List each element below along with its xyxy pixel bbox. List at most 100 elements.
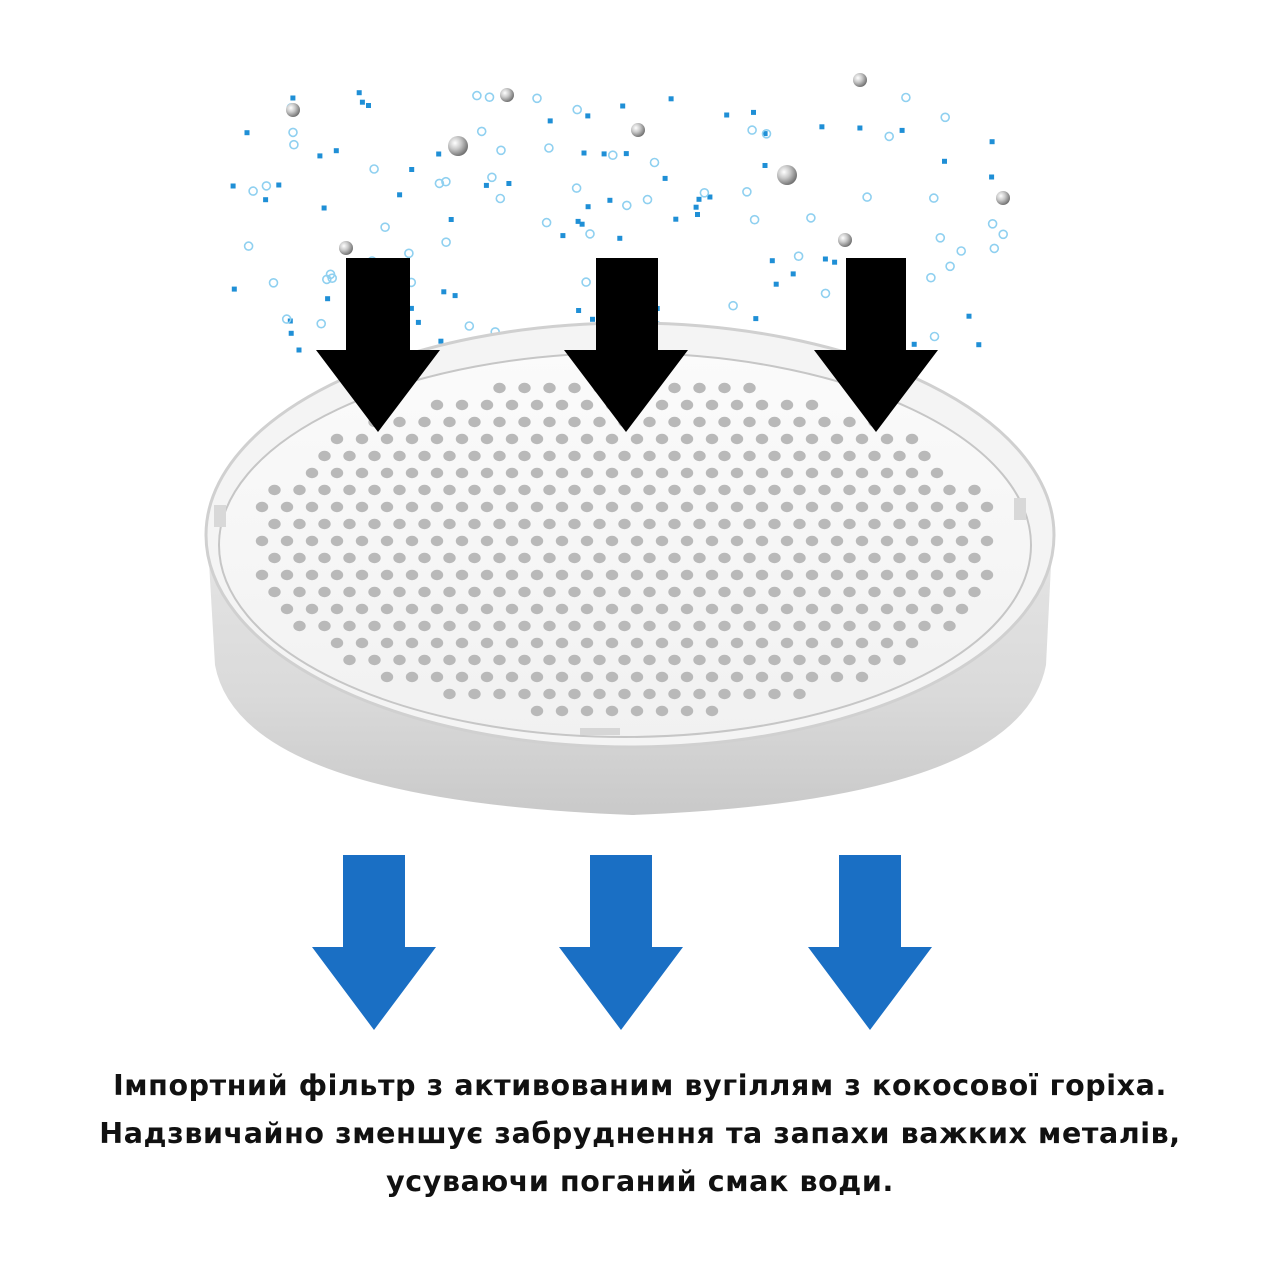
filter-hole	[905, 569, 919, 581]
filter-hole	[455, 603, 469, 615]
filter-hole	[793, 416, 806, 428]
contaminant-particle-icon	[276, 182, 282, 188]
contaminant-particle-icon	[607, 150, 618, 160]
filter-hole	[305, 603, 319, 615]
contaminant-particle-icon	[404, 248, 414, 259]
filter-hole	[293, 620, 306, 632]
filter-hole	[755, 433, 769, 445]
filter-hole	[555, 603, 569, 615]
contaminant-particle-icon	[928, 193, 939, 203]
filter-hole	[880, 467, 894, 479]
filter-hole	[480, 535, 494, 547]
filter-hole	[493, 484, 506, 496]
filter-hole	[830, 671, 844, 683]
filter-hole	[818, 416, 831, 428]
filter-hole	[980, 569, 994, 581]
filter-hole	[718, 518, 731, 530]
filter-hole	[318, 620, 331, 632]
contaminant-particle-icon	[929, 331, 940, 342]
filter-hole	[555, 637, 569, 649]
filter-hole	[430, 637, 444, 649]
filter-hole	[680, 705, 694, 717]
filter-hole	[793, 586, 806, 598]
filter-hole	[543, 654, 556, 666]
filter-hole	[568, 620, 581, 632]
filter-hole	[818, 484, 831, 496]
contaminant-particle-icon	[296, 347, 302, 353]
filter-hole	[693, 552, 706, 564]
contaminant-particle-icon	[696, 196, 702, 202]
filter-hole	[455, 569, 469, 581]
contaminant-particle-icon	[884, 131, 895, 142]
filter-hole	[493, 688, 506, 700]
filter-hole	[430, 671, 444, 683]
filter-hole	[655, 535, 669, 547]
filter-hole	[418, 586, 431, 598]
filter-hole	[830, 467, 844, 479]
filter-hole	[768, 586, 781, 598]
filter-hole	[680, 671, 694, 683]
caption-line-1: Імпортний фільтр з активованим вугіллям …	[113, 1069, 1167, 1102]
contaminant-particle-icon	[289, 139, 299, 150]
filter-hole	[380, 603, 394, 615]
filter-hole	[518, 450, 531, 462]
filter-hole	[693, 586, 706, 598]
filter-hole	[593, 654, 606, 666]
filter-hole	[618, 654, 631, 666]
filter-hole	[393, 586, 406, 598]
filter-hole	[918, 484, 931, 496]
filter-hole	[380, 671, 394, 683]
contaminant-particle-icon	[506, 181, 512, 186]
filter-hole	[768, 620, 781, 632]
filter-hole	[880, 603, 894, 615]
filter-hole	[843, 586, 856, 598]
contaminant-particle-icon	[621, 200, 632, 211]
filter-hole	[330, 569, 344, 581]
filter-hole	[305, 569, 319, 581]
filter-hole	[568, 518, 581, 530]
filter-hole	[655, 637, 669, 649]
filter-hole	[418, 450, 431, 462]
filter-hole	[443, 654, 456, 666]
contaminant-particle-icon	[911, 341, 917, 347]
filter-hole	[418, 552, 431, 564]
filter-hole	[355, 603, 369, 615]
filter-hole	[380, 535, 394, 547]
filter-hole	[305, 501, 319, 513]
filter-hole	[405, 637, 419, 649]
filter-hole	[393, 416, 406, 428]
filter-hole	[518, 484, 531, 496]
contaminant-particle-icon	[620, 103, 626, 109]
filter-hole	[455, 501, 469, 513]
filter-hole	[605, 705, 619, 717]
filter-hole	[318, 450, 331, 462]
filter-hole	[355, 501, 369, 513]
contaminant-particle-icon	[926, 272, 936, 283]
filter-hole	[830, 603, 844, 615]
contaminant-particle-icon	[642, 194, 653, 205]
filter-hole	[605, 569, 619, 581]
filter-hole	[780, 603, 794, 615]
filter-hole	[718, 450, 731, 462]
filter-hole	[480, 569, 494, 581]
filter-hole	[293, 586, 306, 598]
filter-hole	[468, 586, 481, 598]
filter-hole	[768, 416, 781, 428]
filter-hole	[368, 620, 381, 632]
filter-hole	[730, 569, 744, 581]
filter-hole	[905, 433, 919, 445]
filter-hole	[868, 552, 881, 564]
contaminant-particle-icon	[434, 178, 445, 189]
filter-hole	[543, 688, 556, 700]
filter-hole	[630, 501, 644, 513]
filter-hole	[793, 450, 806, 462]
filter-hole	[518, 552, 531, 564]
filter-hole	[855, 467, 869, 479]
filter-hole	[680, 535, 694, 547]
filter-hole	[380, 569, 394, 581]
filter-hole	[943, 620, 956, 632]
contaminant-particle-icon	[987, 219, 998, 229]
filter-hole	[630, 467, 644, 479]
filter-hole	[330, 535, 344, 547]
contaminant-particles	[230, 73, 1010, 353]
